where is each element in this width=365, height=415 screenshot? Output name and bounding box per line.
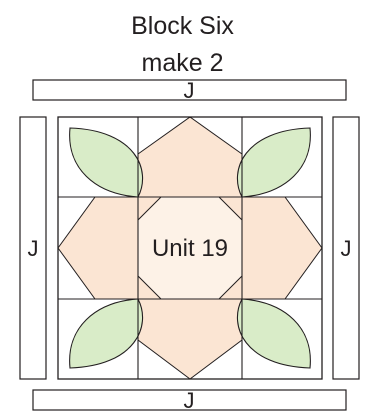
sashing-strip-top [32, 79, 347, 101]
sashing-label-right: J [341, 236, 352, 261]
grid-lines [58, 117, 322, 379]
block-title: Block Six [131, 12, 234, 40]
sashing-strip-bottom [32, 389, 347, 411]
block-border [57, 116, 323, 380]
block-subtitle: make 2 [141, 49, 224, 77]
sashing-label-left: J [28, 236, 39, 261]
sashing-label-top: J [184, 78, 195, 103]
center-unit-label: Unit 19 [152, 235, 228, 262]
sashing-label-bottom: J [184, 388, 195, 413]
sashing-strip-left [19, 116, 47, 380]
sashing-strip-right [332, 116, 360, 380]
